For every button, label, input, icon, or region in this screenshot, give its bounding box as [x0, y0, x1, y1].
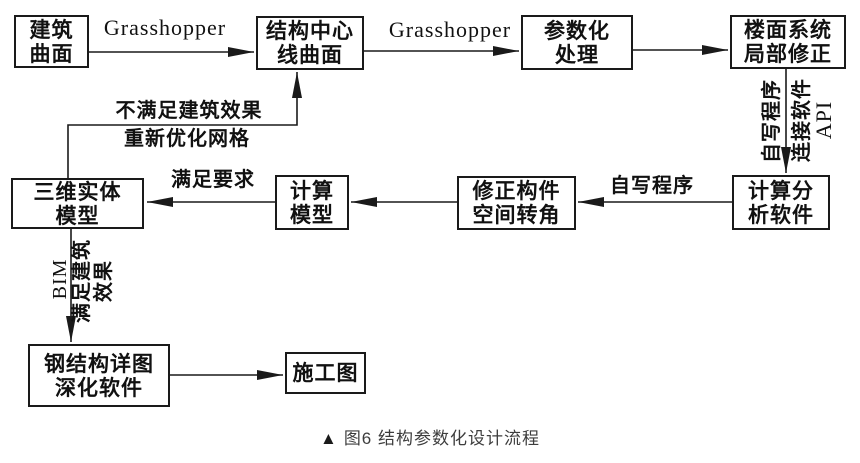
edge-label-not-meet-effect: 不满足建筑效果 — [115, 100, 263, 122]
node-centerline-surface: 结构中心 线曲面 — [256, 16, 364, 70]
edge-label-grasshopper-1: Grasshopper — [103, 15, 227, 40]
edge-label-self-program-horizontal: 自写程序 — [610, 175, 694, 197]
caption-triangle-icon: ▲ — [319, 429, 338, 448]
node-calculation-analysis-software: 计算分 析软件 — [732, 175, 830, 230]
node-building-surface: 建筑 曲面 — [14, 15, 89, 68]
edge-label-meet-requirements: 满足要求 — [171, 169, 255, 191]
node-3d-solid-model: 三维实体 模型 — [11, 178, 144, 229]
edge-label-self-program-vertical: 自写程序 — [761, 79, 783, 163]
edge-label-meet-building-effect: 满足建筑 效果 — [71, 239, 115, 323]
edge-label-reoptimize-mesh: 重新优化网格 — [124, 128, 250, 150]
edge-label-bim: BIM — [49, 258, 71, 300]
node-steel-detail-software: 钢结构详图 深化软件 — [28, 344, 170, 407]
caption-text: 图6 结构参数化设计流程 — [343, 429, 540, 448]
arrow-feedback-to-centerline — [67, 72, 302, 178]
node-member-rotation-correction: 修正构件 空间转角 — [457, 176, 576, 230]
node-calculation-model: 计算 模型 — [275, 175, 349, 230]
edge-label-connect-software-api: 连接软件 API — [791, 78, 836, 162]
figure-caption: ▲ 图6 结构参数化设计流程 — [0, 424, 860, 449]
node-floor-system-correction: 楼面系统 局部修正 — [730, 15, 846, 69]
node-parametric-processing: 参数化 处理 — [521, 15, 633, 70]
node-construction-drawing: 施工图 — [285, 352, 366, 394]
edge-label-grasshopper-2: Grasshopper — [388, 17, 512, 42]
